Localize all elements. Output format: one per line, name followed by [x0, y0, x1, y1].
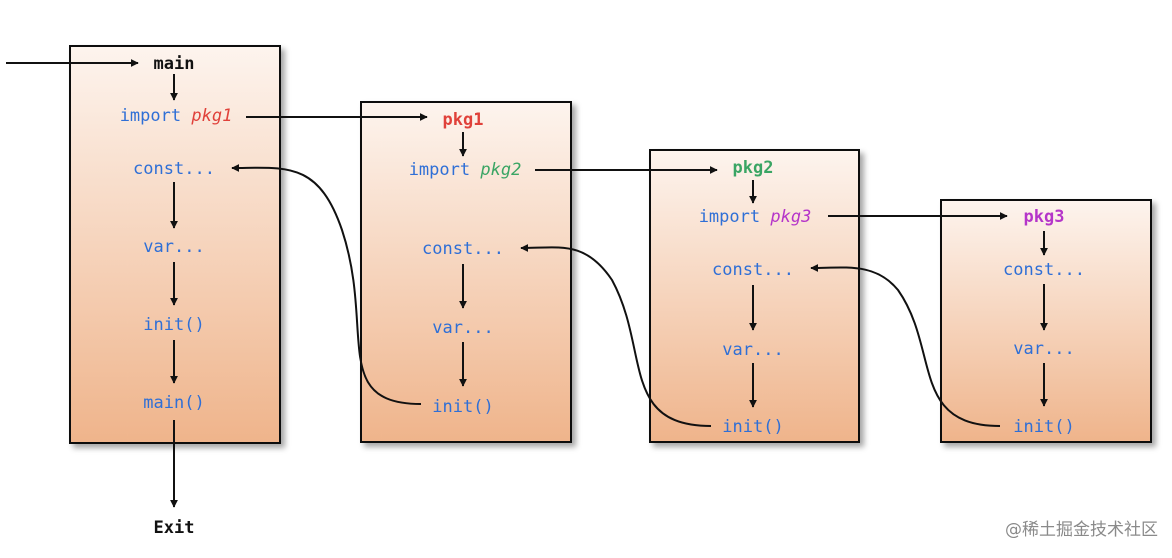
pkg2-import-line: import pkg3: [699, 207, 812, 227]
pkg2-init: init(): [722, 417, 783, 437]
exit-label: Exit: [154, 518, 195, 538]
pkg2-import-package: pkg3: [769, 207, 811, 227]
watermark: @稀土掘金技术社区: [1005, 520, 1158, 540]
pkg3-const: const...: [1003, 260, 1085, 280]
main-import-package: pkg1: [190, 106, 232, 126]
pkg2-box: [649, 149, 860, 443]
main-import-line: import pkg1: [120, 106, 233, 126]
main-init: init(): [143, 315, 204, 335]
return-curve-pkg3: [810, 263, 1001, 427]
pkg1-var: var...: [432, 318, 493, 338]
pkg3-box: [940, 199, 1152, 443]
pkg1-import-package: pkg2: [479, 160, 521, 180]
pkg1-init: init(): [432, 397, 493, 417]
main-import-keyword: import: [120, 106, 181, 126]
return-curve-pkg1: [231, 163, 422, 405]
pkg1-title: pkg1: [443, 110, 484, 130]
pkg2-title: pkg2: [733, 158, 774, 178]
return-curve-pkg2: [520, 243, 712, 427]
main-main-call: main(): [143, 393, 204, 413]
main-title: main: [154, 54, 195, 74]
pkg3-init: init(): [1013, 417, 1074, 437]
pkg3-title: pkg3: [1024, 207, 1065, 227]
pkg3-var: var...: [1013, 339, 1074, 359]
pkg1-box: [360, 101, 572, 443]
pkg1-import-keyword: import: [409, 160, 470, 180]
pkg2-import-keyword: import: [699, 207, 760, 227]
main-var: var...: [143, 237, 204, 257]
pkg2-var: var...: [722, 340, 783, 360]
pkg2-const: const...: [712, 260, 794, 280]
pkg1-const: const...: [422, 239, 504, 259]
pkg1-import-line: import pkg2: [409, 160, 522, 180]
main-const: const...: [133, 159, 215, 179]
